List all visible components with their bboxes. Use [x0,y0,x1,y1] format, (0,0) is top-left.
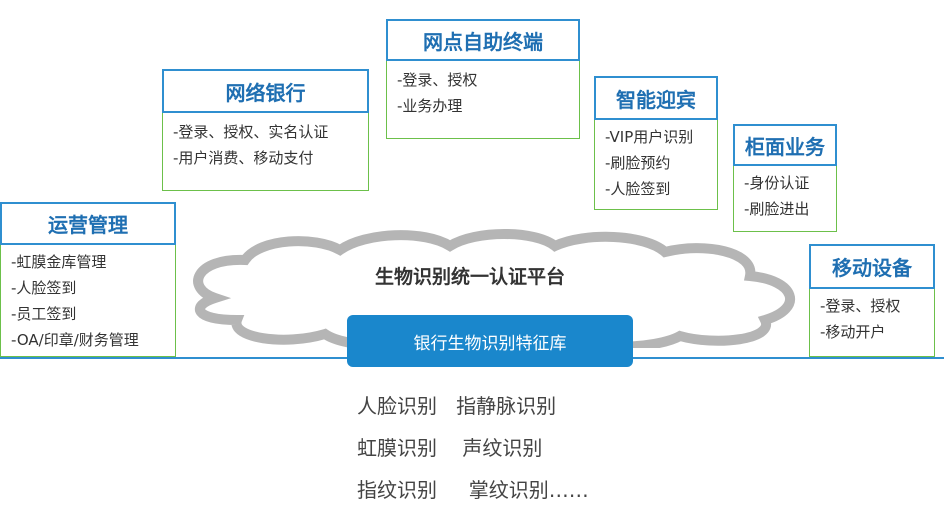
biometric-database-box: 银行生物识别特征库 [347,315,633,367]
card-title: 运营管理 [0,202,176,245]
card-item: -登录、授权 [397,71,478,89]
card-body: -登录、授权 -业务办理 [386,61,580,139]
card-item: -OA/印章/财务管理 [11,331,139,349]
database-label: 银行生物识别特征库 [413,333,567,354]
card-body: -身份认证 -刷脸进出 [733,166,837,232]
card-item: -登录、授权 [820,297,901,315]
biometric-types-row-2: 虹膜识别 声纹识别 [357,436,543,460]
biometric-types-row-1: 人脸识别 指静脉识别 [357,394,557,418]
card-item: -身份认证 [744,174,810,192]
card-mobile-devices: 移动设备 -登录、授权 -移动开户 [809,244,935,357]
card-item: -刷脸进出 [744,200,810,218]
card-self-service-terminal: 网点自助终端 -登录、授权 -业务办理 [386,19,580,139]
card-title: 智能迎宾 [594,76,718,120]
biometric-types-row-3: 指纹识别 掌纹识别…… [357,478,589,502]
card-body: -登录、授权 -移动开户 [809,289,935,357]
card-item: -人脸签到 [11,279,77,297]
card-operations-management: 运营管理 -虹膜金库管理 -人脸签到 -员工签到 -OA/印章/财务管理 [0,202,176,357]
card-item: -员工签到 [11,305,77,323]
card-item: -刷脸预约 [605,154,671,172]
card-item: -VIP用户识别 [605,128,694,146]
cloud-shape [193,229,795,348]
card-body: -登录、授权、实名认证 -用户消费、移动支付 [162,113,369,191]
card-body: -VIP用户识别 -刷脸预约 -人脸签到 [594,120,718,210]
card-network-bank: 网络银行 -登录、授权、实名认证 -用户消费、移动支付 [162,69,369,191]
card-smart-welcome: 智能迎宾 -VIP用户识别 -刷脸预约 -人脸签到 [594,76,718,210]
card-title: 柜面业务 [733,124,837,166]
card-item: -业务办理 [397,97,463,115]
card-item: -用户消费、移动支付 [173,149,314,167]
card-title: 移动设备 [809,244,935,289]
card-counter-business: 柜面业务 -身份认证 -刷脸进出 [733,124,837,232]
card-body: -虹膜金库管理 -人脸签到 -员工签到 -OA/印章/财务管理 [0,245,176,357]
card-item: -登录、授权、实名认证 [173,123,329,141]
card-item: -移动开户 [820,323,886,341]
card-item: -人脸签到 [605,180,671,198]
platform-title: 生物识别统一认证平台 [374,266,565,288]
card-title: 网络银行 [162,69,369,113]
card-title: 网点自助终端 [386,19,580,61]
card-item: -虹膜金库管理 [11,253,107,271]
